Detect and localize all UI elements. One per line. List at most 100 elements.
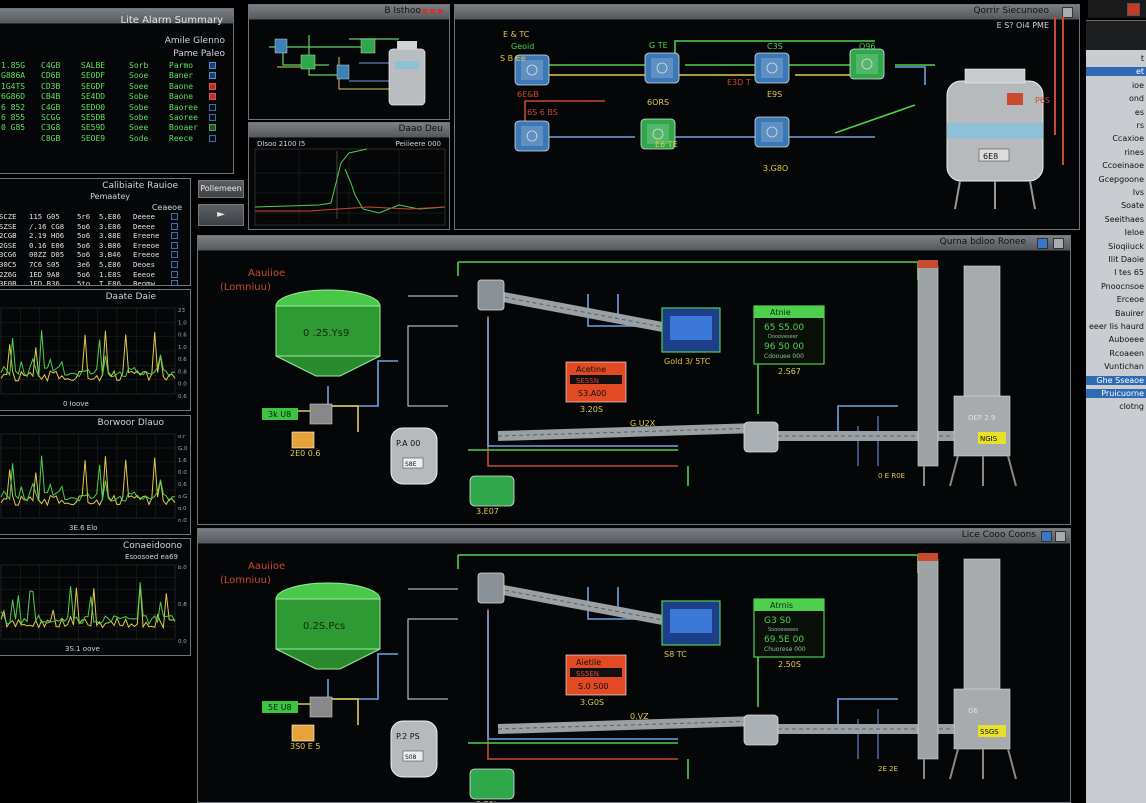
process2-title-bar[interactable]: Lice Cooo Coons — [198, 529, 1070, 544]
sidebar-item[interactable]: es — [1134, 107, 1144, 117]
process1-title-bar[interactable]: Qurna bdioo Ronee — [198, 236, 1070, 251]
sidebar-item[interactable]: Vuntichan — [1104, 362, 1144, 372]
process1-close-icon[interactable] — [1053, 238, 1064, 249]
sidebar-item[interactable]: et — [1086, 67, 1146, 77]
calib-status-checkbox[interactable] — [171, 270, 178, 278]
calib-status-checkbox[interactable] — [171, 222, 178, 230]
sidebar-item[interactable]: Pnoocnsoe — [1101, 281, 1144, 291]
calib-status-checkbox[interactable] — [171, 241, 178, 249]
alarm-cell: G886A — [1, 71, 26, 81]
alarm-status-checkbox[interactable] — [209, 72, 216, 80]
tall-column-cap — [918, 553, 938, 561]
alarm-sub-bg — [570, 375, 622, 384]
mini-title-bar[interactable]: B Isthoo■ ■ ■ — [249, 5, 449, 20]
calib-status-checkbox[interactable] — [171, 280, 178, 285]
sidebar-item[interactable]: Soate — [1121, 201, 1144, 211]
dataview-title-bar[interactable]: Daao Deu — [249, 123, 449, 138]
sidebar-item[interactable]: Seeithaes — [1104, 214, 1144, 224]
sidebar-item[interactable]: Ivs — [1132, 188, 1144, 197]
sidebar-item[interactable]: Ghe Sseaoe — [1086, 375, 1146, 385]
mini-glyphs: ■ ■ ■ — [422, 8, 443, 15]
calib-cell: 5o6 — [77, 221, 91, 231]
sidebar-item[interactable]: clotng — [1119, 402, 1144, 412]
sidebar-item[interactable]: ond — [1128, 94, 1144, 104]
sidebar-item[interactable]: rines — [1124, 147, 1144, 157]
alarm-cell: SEGDF — [81, 81, 106, 91]
sidebar-item[interactable]: Bauirer — [1114, 308, 1144, 318]
sidebar-item[interactable]: rs — [1136, 121, 1144, 130]
synoptic-close-icon[interactable] — [1062, 7, 1073, 18]
alarm-status-checkbox[interactable] — [209, 124, 216, 132]
sidebar-item[interactable]: t — [1140, 54, 1144, 63]
alarm-status-checkbox[interactable] — [209, 114, 216, 122]
play-icon: ► — [217, 209, 225, 220]
annotation-subtitle: (Lomniuu) — [220, 575, 271, 586]
alarm-status-checkbox[interactable] — [209, 62, 216, 69]
annotation-title: Aauiioe — [248, 268, 285, 279]
calib-cell: 30C5 — [0, 259, 17, 269]
sidebar-item[interactable]: Ccaxioe — [1112, 134, 1144, 144]
column-tag — [978, 432, 1006, 444]
sidebar-item[interactable]: eeer lis haurd — [1088, 322, 1144, 331]
play-button[interactable]: ► — [198, 204, 244, 226]
calib-status-checkbox[interactable] — [171, 232, 178, 240]
pump-icon-hub — [652, 128, 664, 140]
process1-minimize-icon[interactable] — [1037, 238, 1048, 249]
sidebar-item[interactable]: Rcoaeen — [1109, 348, 1144, 358]
pollemeen-button[interactable]: Pollemeen — [198, 180, 244, 198]
sidebar-item[interactable]: Sioqiiuck — [1108, 241, 1144, 251]
calib-status-checkbox[interactable] — [171, 251, 178, 259]
sidebar-item[interactable]: I tes 65 — [1114, 268, 1144, 278]
alarm-status-checkbox[interactable] — [209, 82, 216, 90]
calib-status-checkbox[interactable] — [171, 260, 178, 268]
sidebar-item[interactable]: Pruicuorne — [1086, 389, 1146, 398]
calib-cell: 5o6 — [77, 231, 91, 241]
conveyor-belt — [497, 716, 759, 734]
sidebar-item[interactable]: ioe — [1131, 80, 1144, 90]
calib-status-checkbox[interactable] — [171, 213, 178, 220]
pump-icon-detail — [521, 126, 543, 146]
top-right-close-button[interactable] — [1088, 0, 1146, 18]
sidebar-item[interactable]: Ccoeinaoe — [1102, 161, 1144, 171]
sidebar-item[interactable]: Ieloe — [1124, 228, 1144, 238]
alarm-status-checkbox[interactable] — [209, 93, 216, 101]
sidebar-item[interactable]: Gcepgoone — [1098, 174, 1144, 184]
alarm-subheader-1: Amile Glenno — [164, 36, 225, 46]
pipe — [468, 449, 689, 486]
trend-tick-label: 0.6 — [178, 333, 187, 339]
alarm-status-checkbox[interactable] — [209, 103, 216, 111]
calib-cell: SCZE — [0, 212, 17, 221]
sidebar-item[interactable]: Ilit Daoie — [1108, 255, 1144, 264]
synoptic-label: E3D T — [727, 78, 751, 87]
alarm-cell: Soee — [129, 123, 149, 133]
sidebar-item[interactable]: Erceoe — [1116, 295, 1144, 305]
feed-tank-label: 0.2S.Pcs — [303, 621, 345, 632]
synoptic-title-bar[interactable]: Qorrir Siecunoeo — [455, 5, 1079, 20]
alarm-title-bar[interactable]: Lite Alarm Summary — [0, 9, 233, 26]
process2-close-icon[interactable] — [1055, 531, 1066, 542]
feed-tank-label: 0 .25.Ys9 — [303, 328, 349, 339]
sidebar-item[interactable]: Auboeee — [1108, 335, 1144, 345]
control-panel-screen — [670, 609, 712, 633]
process2-minimize-icon[interactable] — [1041, 531, 1052, 542]
alarm-status-checkbox[interactable] — [209, 134, 216, 142]
reactor-alarm-tag — [1007, 93, 1023, 105]
